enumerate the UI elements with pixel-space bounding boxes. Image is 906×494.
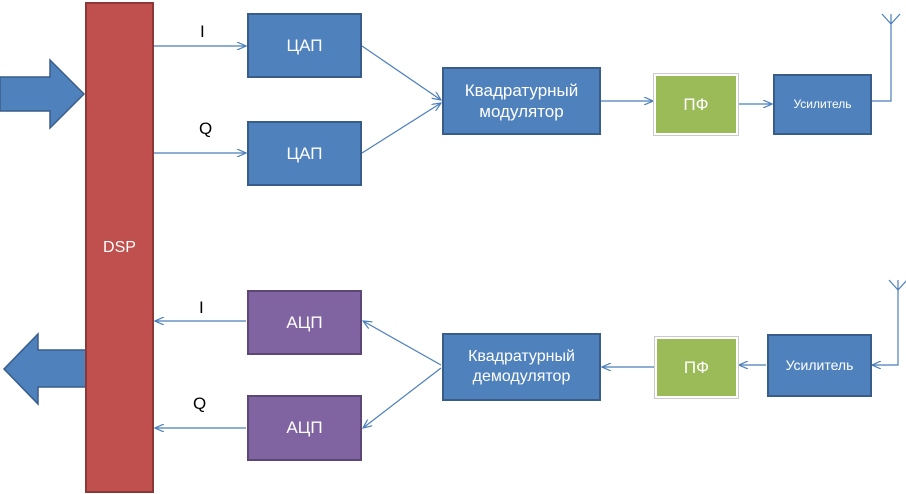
dsp-label: DSP [103, 238, 136, 256]
tx-antenna-icon [881, 13, 901, 25]
output-arrow-icon [2, 332, 87, 406]
dsp-block: DSP [85, 2, 154, 493]
tx-filter-label: ПФ [683, 94, 709, 114]
wire-amplifier-to-antenna [872, 22, 892, 102]
wire-demodulator-to-adc-q [363, 367, 442, 428]
adc-q-block: АЦП [247, 395, 362, 461]
tx-filter-block: ПФ [653, 73, 739, 136]
tx-amplifier-label: Усилитель [793, 97, 852, 111]
modulator-block: Квадратурный модулятор [442, 67, 601, 135]
rx-i-label: I [199, 298, 204, 317]
wire-dac-i-to-modulator [361, 45, 441, 100]
rx-amplifier-label: Усилитель [785, 356, 854, 373]
dac-q-block: ЦАП [247, 121, 362, 186]
input-arrow-icon [0, 58, 86, 130]
adc-i-block: АЦП [247, 290, 362, 355]
tx-i-label: I [200, 22, 205, 41]
demodulator-block: Квадратурный демодулятор [442, 333, 601, 401]
demodulator-label: Квадратурный демодулятор [468, 348, 575, 385]
dac-i-block: ЦАП [247, 13, 362, 78]
wire-antenna-to-amplifier [872, 290, 899, 365]
rx-q-label: Q [193, 394, 207, 413]
adc-q-label: АЦП [286, 418, 323, 438]
dac-q-label: ЦАП [286, 143, 323, 163]
rx-antenna-icon [888, 279, 906, 291]
rx-amplifier-block: Усилитель [767, 334, 872, 397]
wire-dac-q-to-modulator [361, 103, 441, 154]
dac-i-label: ЦАП [286, 35, 323, 55]
adc-i-label: АЦП [286, 312, 323, 332]
rx-filter-label: ПФ [683, 357, 710, 377]
tx-q-label: Q [199, 119, 213, 138]
tx-amplifier-block: Усилитель [773, 74, 872, 135]
rx-filter-block: ПФ [654, 336, 739, 399]
wire-demodulator-to-adc-i [363, 321, 442, 366]
modulator-label: Квадратурный модулятор [464, 80, 579, 121]
